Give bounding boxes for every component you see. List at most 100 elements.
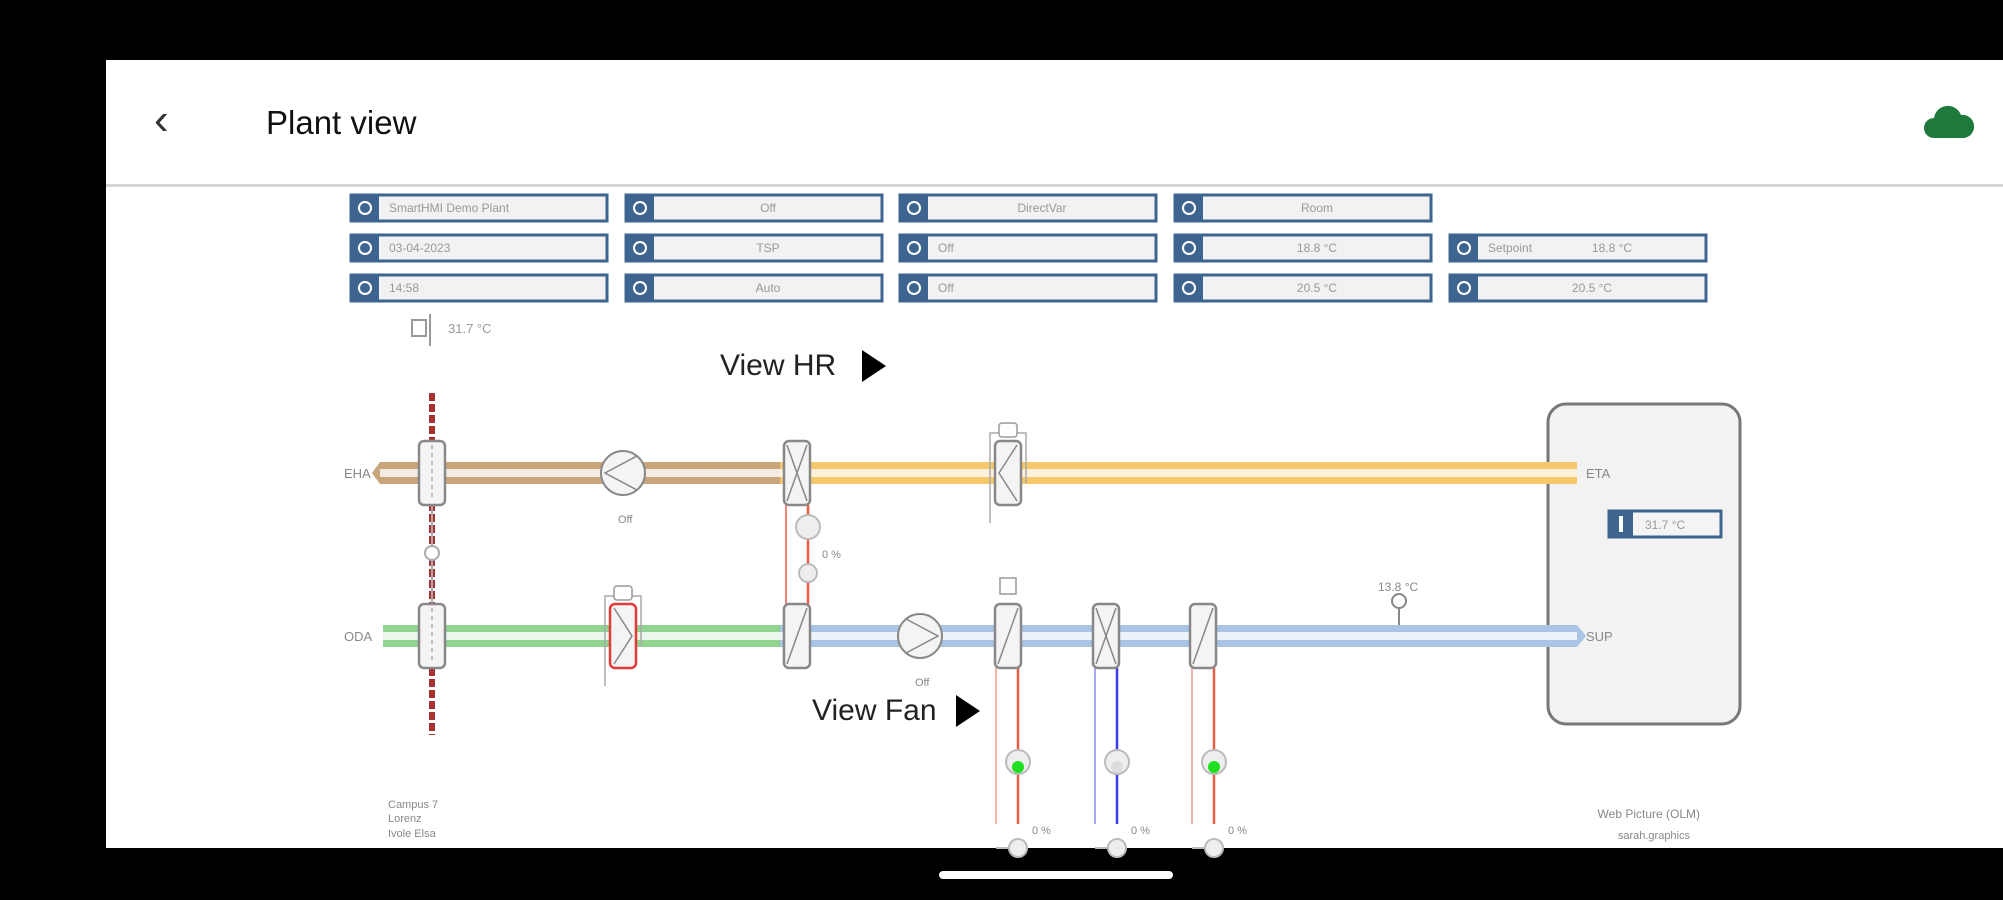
back-button[interactable]: ‹ bbox=[154, 98, 169, 142]
exhaust-duct bbox=[372, 462, 780, 484]
exhaust-fan-icon bbox=[900, 275, 928, 301]
heat-recovery-supply[interactable] bbox=[782, 602, 812, 670]
view-hr-label: View HR bbox=[720, 349, 836, 382]
info-box[interactable]: SmartHMI Demo Plant bbox=[349, 193, 609, 223]
damper-actuator-icon[interactable] bbox=[424, 545, 440, 561]
info-box[interactable]: TSP bbox=[624, 233, 884, 263]
play-arrow-icon bbox=[862, 350, 886, 382]
outdoor-temp: 31.7 °C bbox=[448, 321, 492, 336]
outdoor-temp-sensor[interactable]: 31.7 °C bbox=[411, 314, 492, 346]
cooling-coil[interactable] bbox=[1091, 602, 1121, 670]
valve-position: 0 % bbox=[1228, 825, 1247, 837]
info-box-value: Room bbox=[1301, 201, 1333, 215]
info-box-value: Auto bbox=[756, 281, 781, 295]
app-header: ‹ Plant view bbox=[106, 60, 2003, 187]
block-icon bbox=[626, 275, 654, 301]
frost-thermostat-icon bbox=[999, 577, 1017, 595]
status-light bbox=[1208, 761, 1220, 773]
status-light bbox=[1111, 761, 1123, 773]
info-box-value: Off bbox=[760, 201, 776, 215]
info-box-value: 03-04-2023 bbox=[389, 241, 451, 255]
fan-mode-icon bbox=[900, 195, 928, 221]
play-arrow-icon bbox=[956, 695, 980, 727]
info-box-value: 18.8 °C bbox=[1592, 241, 1632, 255]
cooling-setpoint-icon bbox=[1450, 275, 1478, 301]
info-box[interactable]: Off bbox=[898, 233, 1158, 263]
footer-right-line: sarah.graphics bbox=[1618, 830, 1691, 842]
fan-status: Off bbox=[915, 677, 930, 689]
cooling-icon bbox=[1175, 275, 1203, 301]
outdoor-filter[interactable] bbox=[608, 602, 638, 670]
cloud-icon[interactable] bbox=[1924, 104, 1974, 140]
info-box[interactable]: Setpoint 18.8 °C bbox=[1448, 233, 1708, 263]
hr-pump-icon[interactable]: 0 % bbox=[795, 514, 841, 583]
info-box[interactable]: 20.5 °C bbox=[1173, 273, 1433, 303]
footer-right-line: Web Picture (OLM) bbox=[1598, 807, 1700, 821]
heating-icon bbox=[1175, 235, 1203, 261]
info-box[interactable]: 18.8 °C bbox=[1173, 233, 1433, 263]
pressure-switch-icon bbox=[989, 422, 1027, 523]
block-icon bbox=[626, 235, 654, 261]
info-box[interactable]: Off bbox=[898, 273, 1158, 303]
fan-icon[interactable]: Off bbox=[897, 613, 943, 689]
info-box[interactable]: Room bbox=[1173, 193, 1433, 223]
info-box[interactable]: DirectVar bbox=[898, 193, 1158, 223]
hr-valve-position: 0 % bbox=[822, 549, 841, 561]
supply-temp-sensor[interactable]: 13.8 °C bbox=[1378, 580, 1418, 625]
footer-left-line: Lorenz bbox=[388, 813, 422, 825]
fan-status: Off bbox=[618, 514, 633, 526]
info-box[interactable]: Auto bbox=[624, 273, 884, 303]
outdoor-damper[interactable] bbox=[417, 602, 447, 670]
info-box-label: Setpoint bbox=[1488, 241, 1533, 255]
info-box[interactable]: Off bbox=[624, 193, 884, 223]
info-box-value: Off bbox=[938, 241, 954, 255]
info-box[interactable]: 20.5 °C bbox=[1448, 273, 1708, 303]
supply-fan-icon bbox=[900, 235, 928, 261]
power-icon bbox=[626, 195, 654, 221]
outdoor-duct bbox=[383, 625, 780, 647]
valve-position: 0 % bbox=[1131, 825, 1150, 837]
fan-icon[interactable]: Off bbox=[600, 450, 646, 526]
info-box-value: 14:58 bbox=[389, 281, 419, 295]
exhaust-damper[interactable] bbox=[417, 439, 447, 507]
info-box-value: Off bbox=[938, 281, 954, 295]
view-fan-label: View Fan bbox=[812, 694, 937, 727]
info-box-value: 20.5 °C bbox=[1297, 281, 1337, 295]
footer-left-line: Ivole Elsa bbox=[388, 828, 437, 840]
info-box[interactable]: 14:58 bbox=[349, 273, 609, 303]
supply-temp-value: 13.8 °C bbox=[1378, 580, 1418, 594]
valve-position: 0 % bbox=[1032, 825, 1051, 837]
clock-icon bbox=[351, 275, 379, 301]
chevron-left-icon: ‹ bbox=[154, 95, 169, 144]
status-light bbox=[1012, 761, 1024, 773]
plant-icon bbox=[351, 195, 379, 221]
supply-duct bbox=[780, 625, 1586, 647]
footer-left-line: Campus 7 bbox=[388, 799, 438, 811]
heating-setpoint-icon bbox=[1450, 235, 1478, 261]
preheater-coil[interactable] bbox=[993, 602, 1023, 670]
view-hr-link[interactable]: View HR bbox=[720, 349, 886, 382]
info-box-value: DirectVar bbox=[1017, 201, 1066, 215]
room-box bbox=[1546, 402, 1742, 726]
info-box-value: 20.5 °C bbox=[1572, 281, 1612, 295]
home-indicator[interactable] bbox=[939, 871, 1173, 879]
thermometer-icon bbox=[1619, 516, 1623, 532]
eha-label: EHA bbox=[344, 466, 371, 481]
reheater-coil[interactable] bbox=[1188, 602, 1218, 670]
thermometer-icon bbox=[1175, 195, 1203, 221]
info-box[interactable]: 03-04-2023 bbox=[349, 233, 609, 263]
eta-label: ETA bbox=[1586, 466, 1611, 481]
view-fan-link[interactable]: View Fan bbox=[812, 694, 980, 727]
info-box-value: 18.8 °C bbox=[1297, 241, 1337, 255]
info-box-value: TSP bbox=[756, 241, 779, 255]
room-temp-box[interactable]: 31.7 °C bbox=[1607, 509, 1723, 539]
sup-label: SUP bbox=[1586, 629, 1613, 644]
calendar-icon bbox=[351, 235, 379, 261]
extract-duct bbox=[780, 462, 1577, 484]
info-box-value: SmartHMI Demo Plant bbox=[389, 201, 510, 215]
pressure-switch-icon bbox=[604, 585, 642, 686]
heat-recovery-exhaust[interactable] bbox=[782, 439, 812, 507]
extract-filter[interactable] bbox=[993, 439, 1023, 507]
oda-label: ODA bbox=[344, 629, 373, 644]
